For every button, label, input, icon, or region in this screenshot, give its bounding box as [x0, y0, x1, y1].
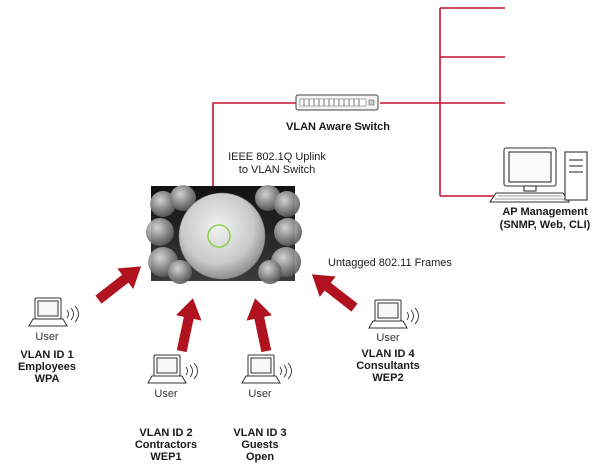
access-point-icon [146, 185, 302, 284]
ap-management-line1: AP Management [502, 206, 588, 218]
client-2-vlan-label: VLAN ID 2 Contractors WEP1 [116, 427, 216, 463]
switch-label: VLAN Aware Switch [286, 121, 390, 133]
ap-management-line2: (SNMP, Web, CLI) [499, 219, 591, 231]
client-1-vlan-id: VLAN ID 1 [20, 349, 74, 361]
ap-management-label: AP Management (SNMP, Web, CLI) [492, 206, 598, 232]
client-4-security: WEP2 [372, 372, 404, 384]
uplink-label-line2: to VLAN Switch [238, 164, 316, 176]
uplink-lines [212, 7, 505, 197]
client-2-security: WEP1 [150, 451, 182, 463]
workstation-icon [488, 147, 588, 203]
client-1-user-label: User [35, 331, 59, 343]
wifi-icon [406, 307, 419, 325]
client-1-security: WPA [34, 373, 60, 385]
client-laptop-2 [147, 354, 198, 384]
client-3-vlan-id: VLAN ID 3 [233, 427, 287, 439]
uplink-label: IEEE 802.1Q Uplink to VLAN Switch [212, 151, 342, 177]
client-2-user-label: User [154, 388, 178, 400]
client-3-user-label: User [248, 388, 272, 400]
client-3-group: Guests [241, 439, 279, 451]
client-2-group: Contractors [134, 439, 198, 451]
client-4-group: Consultants [356, 360, 420, 372]
client-1-vlan-label: VLAN ID 1 Employees WPA [0, 349, 97, 385]
client-4-vlan-id: VLAN ID 4 [361, 348, 415, 360]
frame-arrows [95, 266, 358, 353]
wifi-icon [279, 362, 292, 380]
client-4-vlan-label: VLAN ID 4 Consultants WEP2 [338, 348, 438, 384]
client-laptop-1 [28, 297, 79, 327]
client-2-vlan-id: VLAN ID 2 [139, 427, 193, 439]
client-laptop-4 [368, 299, 419, 329]
client-1-group: Employees [17, 361, 77, 373]
client-laptop-3 [241, 354, 292, 384]
frames-label: Untagged 802.11 Frames [328, 257, 452, 269]
uplink-label-line1: IEEE 802.1Q Uplink [228, 151, 326, 163]
wifi-icon [185, 362, 198, 380]
client-4-user-label: User [376, 332, 400, 344]
switch-icon [295, 94, 379, 111]
client-3-security: Open [245, 451, 275, 463]
wifi-icon [66, 305, 79, 323]
client-3-vlan-label: VLAN ID 3 Guests Open [210, 427, 310, 463]
